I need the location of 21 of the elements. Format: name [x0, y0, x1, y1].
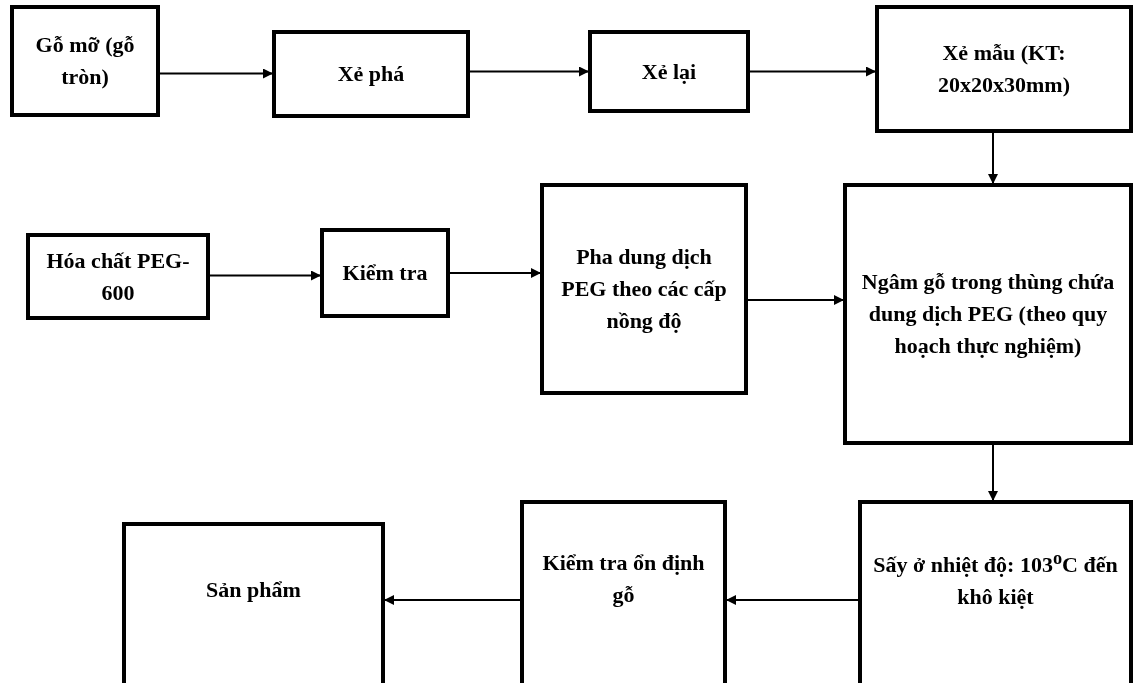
process-box: Hóa chất PEG-600 — [26, 233, 210, 320]
arrow — [988, 132, 998, 184]
arrow — [749, 66, 876, 77]
arrow — [159, 68, 273, 79]
arrow — [469, 66, 589, 77]
process-box: Pha dung dịch PEG theo các cấp nồng độ — [540, 183, 748, 395]
process-box: Sản phẩm — [122, 522, 385, 683]
arrow — [384, 595, 521, 605]
arrow — [209, 270, 321, 281]
arrow — [449, 268, 541, 278]
arrow — [747, 295, 844, 305]
process-box: Sấy ở nhiệt độ: 103$^{o}$C đến khô kiệt — [858, 500, 1133, 683]
process-box: Kiểm tra ổn định gỗ — [520, 500, 727, 683]
process-box: Xẻ mẫu (KT: 20x20x30mm) — [875, 5, 1133, 133]
process-box: Kiểm tra — [320, 228, 450, 318]
process-box: Ngâm gỗ trong thùng chứa dung dịch PEG (theo quy hoạch thực nghiệm) — [843, 183, 1133, 445]
arrow — [726, 595, 859, 605]
arrow — [988, 444, 998, 501]
process-box: Xẻ lại — [588, 30, 750, 113]
process-box: Xẻ phá — [272, 30, 470, 118]
process-box: Gỗ mỡ (gỗ tròn) — [10, 5, 160, 117]
